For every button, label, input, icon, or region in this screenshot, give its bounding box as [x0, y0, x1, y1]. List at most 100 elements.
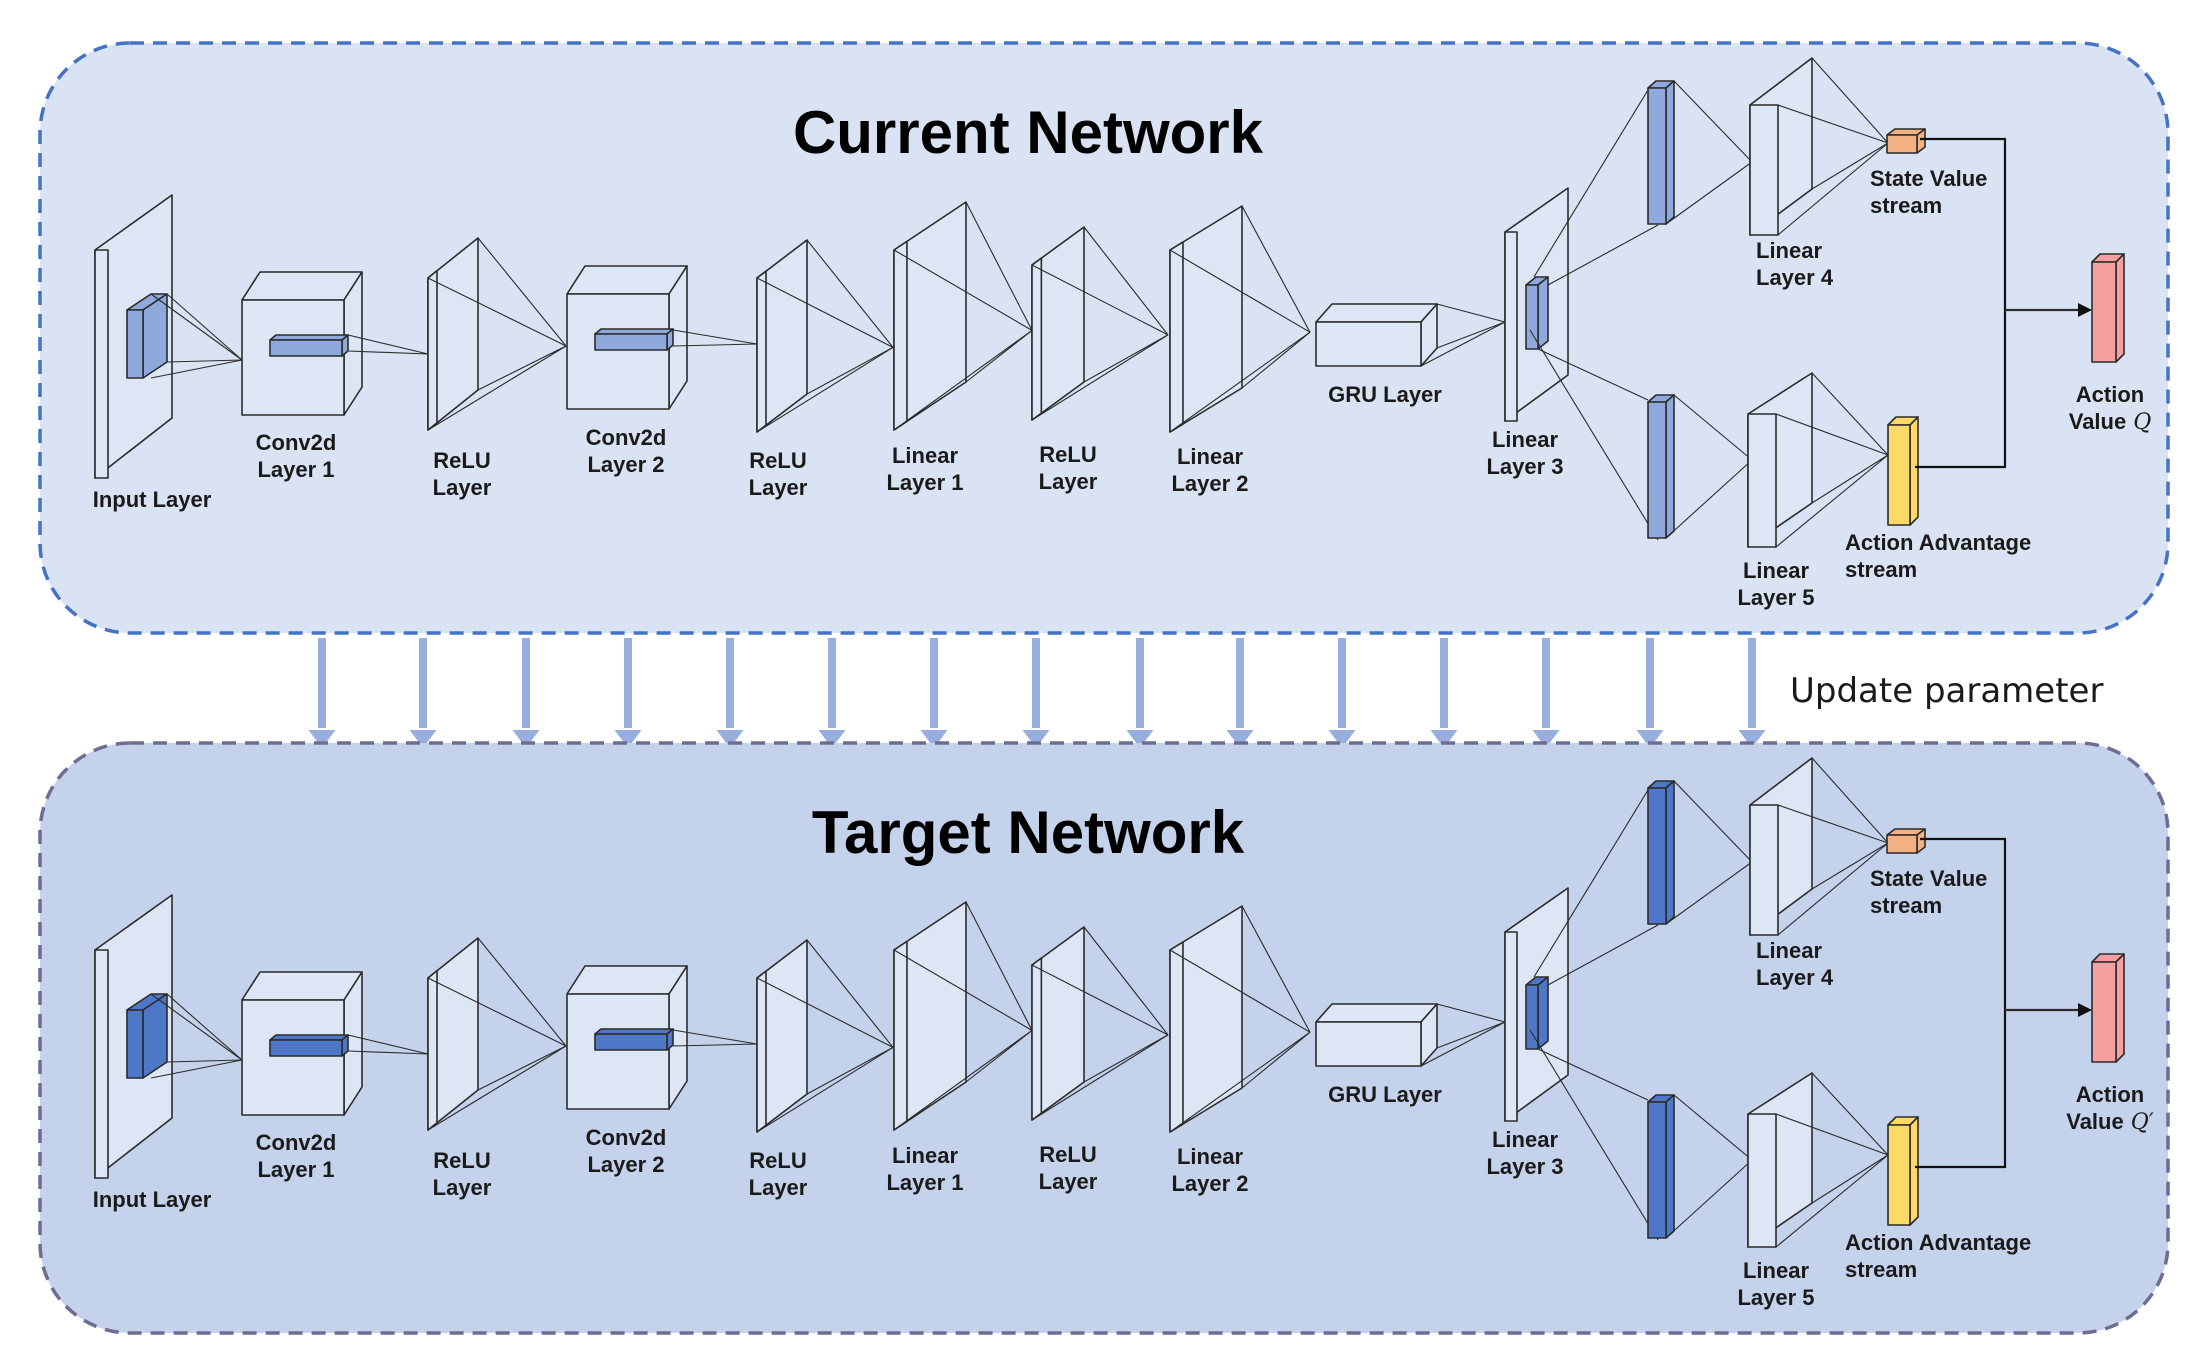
- target-relu-layer-2-fan-3: [756, 1046, 894, 1133]
- target-advantage-block-front: [1887, 1124, 1911, 1226]
- current-conv1-cube-front: [241, 299, 345, 416]
- target-linear-layer-2-edge: [1169, 941, 1184, 1133]
- current-upper-slab-side: [1665, 80, 1675, 225]
- current-relu-layer-1-fan-1: [477, 345, 567, 391]
- current-relu-layer-2-fan-0: [806, 239, 894, 348]
- current-conv1-kernel-front: [269, 339, 343, 357]
- update-arrow-shaft-12: [1542, 638, 1550, 728]
- current-lin3-edge: [1504, 231, 1518, 422]
- target-input-kernel-front: [126, 1009, 144, 1079]
- current-relu-layer-2-fan-2: [756, 277, 894, 348]
- target-conv2-fan-0: [672, 1029, 758, 1045]
- update-arrow-head-10: [1328, 730, 1356, 748]
- current-relu-layer-1-edge: [427, 269, 438, 431]
- current-lin5-fan-0: [1811, 372, 1889, 456]
- current-lin4-fan-1: [1811, 142, 1889, 190]
- current-gru-fan-2: [1420, 321, 1506, 367]
- target-lin3-edge: [1504, 931, 1518, 1122]
- current-title: Current Network: [793, 99, 1264, 166]
- update-arrow-head-14: [1738, 730, 1766, 748]
- update-arrow-head-5: [818, 730, 846, 748]
- current-action-value-symbol: Q: [2126, 410, 2151, 435]
- target-lin3-down-b: [1529, 1029, 1659, 1241]
- current-conv2-kernel-front: [594, 333, 668, 351]
- update-arrow-shaft-5: [828, 638, 836, 728]
- current-conv2-fan-0: [672, 329, 758, 345]
- target-panel-border: [38, 741, 2170, 1335]
- current-input-kernel: [126, 293, 168, 379]
- update-arrow-head-13: [1636, 730, 1664, 748]
- target-relu-layer-1-fan-3: [427, 1045, 567, 1131]
- target-input-fan-0: [150, 993, 243, 1061]
- target-state-value-block: [1886, 828, 1926, 854]
- target-linear-layer-1-edge: [893, 940, 908, 1131]
- target-lower-slab-front: [1647, 1101, 1667, 1239]
- current-gru-box-top: [1315, 303, 1438, 323]
- current-lower-slab-front: [1647, 401, 1667, 539]
- target-relu-layer-2-fan-1: [806, 1046, 894, 1095]
- current-advantage-block-side: [1909, 416, 1919, 526]
- current-conv2-fan-1: [672, 343, 758, 347]
- current-lin5-fan-3: [1775, 454, 1889, 548]
- target-merge-arrow-head: [2078, 1003, 2092, 1017]
- target-gru-fan-2: [1420, 1021, 1506, 1067]
- target-conv1-kernel: [269, 1034, 349, 1057]
- current-input-slab-edge: [94, 249, 109, 479]
- current-conv2-cube: [566, 265, 688, 410]
- current-label-gru: GRU Layer: [1328, 382, 1442, 407]
- current-linear-layer-2-fan-0: [1241, 205, 1311, 333]
- current-advantage-block: [1887, 416, 1919, 526]
- current-label-input: Input Layer: [93, 487, 212, 512]
- current-upper-slab: [1647, 80, 1675, 225]
- target-relu-layer-1-fan-1: [477, 1045, 567, 1091]
- target-linear-layer-1-fan-3: [893, 1029, 1033, 1131]
- update-arrow-head-12: [1532, 730, 1560, 748]
- update-arrow-shaft-2: [522, 638, 530, 728]
- target-relu-layer-3-fan-0: [1083, 926, 1169, 1036]
- current-panel-border: [38, 41, 2170, 635]
- update-arrow-shaft-0: [318, 638, 326, 728]
- target-conv2-cube: [566, 965, 688, 1110]
- target-lower-slab: [1647, 1094, 1675, 1239]
- target-conv1-cube-front: [241, 999, 345, 1116]
- update-arrow-shaft-6: [930, 638, 938, 728]
- target-upper-slab-fan-1: [1665, 861, 1753, 925]
- target-linear-layer-2-fan-1: [1241, 1031, 1311, 1089]
- target-linear-layer-1-fan-0: [965, 901, 1033, 1031]
- update-arrow-head-7: [1022, 730, 1050, 748]
- update-arrow-head-0: [308, 730, 336, 748]
- target-label-gru: GRU Layer: [1328, 1082, 1442, 1107]
- update-arrow-shaft-14: [1748, 638, 1756, 728]
- current-lin4-fan-3: [1777, 142, 1889, 236]
- current-conv2-cube-top: [566, 265, 688, 295]
- update-arrow-shaft-11: [1440, 638, 1448, 728]
- update-arrow-head-3: [614, 730, 642, 748]
- target-conv1-cube-top: [241, 971, 363, 1001]
- target-lin3-kernel-side: [1537, 976, 1549, 1050]
- target-lin3-up-a: [1533, 789, 1649, 978]
- target-conv2-fan-1: [672, 1043, 758, 1047]
- current-relu-layer-3-fan-0: [1083, 226, 1169, 336]
- target-upper-slab-fan-0: [1673, 780, 1753, 863]
- current-linear-layer-2-edge: [1169, 241, 1184, 433]
- target-input-fan-2: [166, 1059, 243, 1063]
- current-lin3-down-b: [1529, 329, 1659, 541]
- current-upper-slab-fan-1: [1665, 161, 1753, 225]
